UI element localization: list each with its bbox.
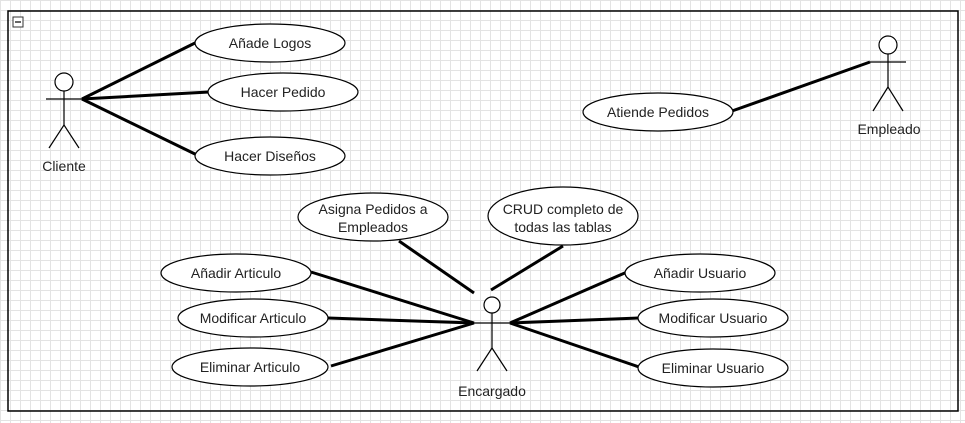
- use-case-crud[interactable]: CRUD completo de todas las tablas: [487, 186, 639, 246]
- use-case-label: Añadir Usuario: [654, 265, 747, 281]
- use-case-label-line2: Empleados: [338, 219, 408, 235]
- use-case-eliminar-articulo[interactable]: Eliminar Articulo: [171, 347, 329, 387]
- use-case-label-line1: CRUD completo de: [503, 201, 624, 217]
- use-case-label: Hacer Pedido: [241, 84, 326, 100]
- assoc-encargado-eliminar-usuario[interactable]: [509, 321, 640, 369]
- actor-head: [878, 35, 898, 55]
- assoc-encargado-asigna-pedidos[interactable]: [398, 239, 475, 295]
- actor-encargado[interactable]: Encargado: [458, 296, 526, 399]
- assoc-cliente-hacer-pedido[interactable]: [81, 90, 210, 101]
- actor-head: [54, 72, 74, 92]
- assoc-encargado-modificar-usuario[interactable]: [509, 316, 640, 325]
- use-case-eliminar-usuario[interactable]: Eliminar Usuario: [637, 348, 789, 388]
- use-case-label: Hacer Diseños: [224, 148, 316, 164]
- use-case-label-line1: Asigna Pedidos a: [319, 201, 428, 217]
- actor-label-empleado: Empleado: [857, 121, 920, 137]
- actor-cliente[interactable]: Cliente: [42, 72, 86, 174]
- use-case-hacer-disenos[interactable]: Hacer Diseños: [194, 136, 346, 176]
- use-case-label: Modificar Usuario: [659, 310, 768, 326]
- use-case-label: Añadir Articulo: [191, 265, 281, 281]
- use-case-label: Añade Logos: [229, 35, 312, 51]
- assoc-cliente-anade-logos[interactable]: [81, 40, 198, 101]
- assoc-encargado-eliminar-articulo[interactable]: [330, 321, 475, 368]
- actor-label-cliente: Cliente: [42, 158, 86, 174]
- use-case-label-line2: todas las tablas: [514, 219, 611, 235]
- actor-head: [483, 296, 501, 314]
- actor-empleado[interactable]: Empleado: [857, 35, 921, 137]
- assoc-encargado-modificar-articulo[interactable]: [327, 316, 475, 325]
- use-case-label: Eliminar Usuario: [662, 360, 765, 376]
- assoc-empleado-atiende-pedidos[interactable]: [731, 60, 871, 113]
- use-case-label: Modificar Articulo: [200, 310, 307, 326]
- assoc-encargado-anadir-usuario[interactable]: [509, 270, 628, 325]
- associations: [81, 40, 871, 369]
- minus-box-icon[interactable]: [12, 16, 24, 28]
- use-case-asigna-pedidos[interactable]: Asigna Pedidos a Empleados: [297, 192, 449, 242]
- actor-label-encargado: Encargado: [458, 383, 526, 399]
- use-case-anade-logos[interactable]: Añade Logos: [194, 23, 346, 63]
- use-case-label: Eliminar Articulo: [200, 359, 301, 375]
- use-case-modificar-articulo[interactable]: Modificar Articulo: [177, 298, 329, 338]
- use-case-modificar-usuario[interactable]: Modificar Usuario: [637, 298, 789, 338]
- use-case-anadir-articulo[interactable]: Añadir Articulo: [160, 253, 312, 293]
- assoc-encargado-anadir-articulo[interactable]: [310, 270, 475, 325]
- use-case-label: Atiende Pedidos: [607, 104, 709, 120]
- use-case-hacer-pedido[interactable]: Hacer Pedido: [207, 72, 359, 112]
- use-case-atiende-pedidos[interactable]: Atiende Pedidos: [582, 92, 734, 132]
- assoc-encargado-crud[interactable]: [490, 244, 564, 292]
- assoc-cliente-hacer-disenos[interactable]: [81, 97, 198, 157]
- use-case-anadir-usuario[interactable]: Añadir Usuario: [624, 253, 776, 293]
- system-boundary[interactable]: [7, 10, 959, 412]
